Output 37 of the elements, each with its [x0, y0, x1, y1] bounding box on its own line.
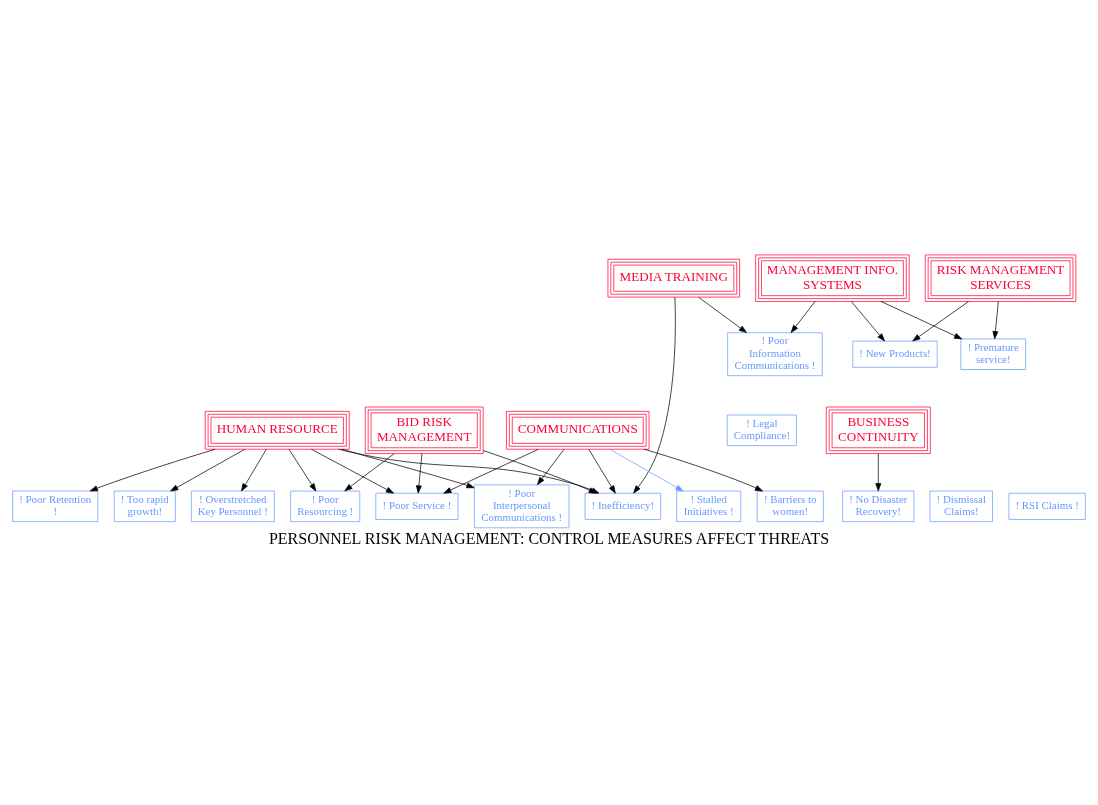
node-box: ! Inefficiency!	[584, 492, 662, 520]
node-box: ! Too rapid growth!	[113, 490, 176, 522]
node-box: ! Barriers to women!	[756, 490, 824, 522]
diagram-title: PERSONNEL RISK MANAGEMENT: CONTROL MEASURES AFFECT THREATS	[268, 529, 830, 547]
node-box: ! Overstretched Key Personnel !	[190, 490, 275, 522]
arrow	[170, 448, 246, 491]
arrow	[633, 296, 676, 493]
arrow	[790, 300, 816, 333]
node-box: ! RSI Claims !	[1008, 492, 1086, 520]
arrow	[89, 448, 216, 491]
arrow	[415, 452, 423, 493]
arrow	[443, 448, 539, 493]
arrow	[643, 448, 763, 491]
arrow	[698, 296, 747, 333]
node-box: ! Poor Interpersonal Communications !	[474, 484, 570, 528]
arrow	[241, 448, 267, 491]
arrow	[537, 448, 565, 485]
node-box: ! Legal Compliance!	[726, 414, 797, 446]
arrow	[880, 300, 963, 339]
node-box: ! Premature service!	[960, 338, 1026, 370]
node-box: ! Poor Service !	[375, 492, 459, 520]
node-box: ! Poor Retention !	[12, 490, 99, 522]
node-box: ! Poor Information Communications !	[727, 331, 823, 376]
node-box: ! Stalled Initiatives !	[676, 490, 742, 522]
node-box: ! Poor Resourcing !	[290, 490, 361, 522]
node-box: ! New Products!	[852, 340, 938, 368]
arrow	[875, 452, 882, 491]
node-box: ! No Disaster Recovery!	[842, 490, 915, 522]
arrow	[288, 448, 317, 491]
arrow	[851, 300, 885, 341]
arrow	[311, 448, 394, 493]
arrow	[482, 449, 597, 494]
arrow	[341, 448, 475, 488]
node-box: ! Dismissal Claims!	[929, 490, 993, 522]
arrow	[912, 300, 969, 341]
arrow	[344, 452, 395, 491]
arrow	[992, 300, 999, 339]
